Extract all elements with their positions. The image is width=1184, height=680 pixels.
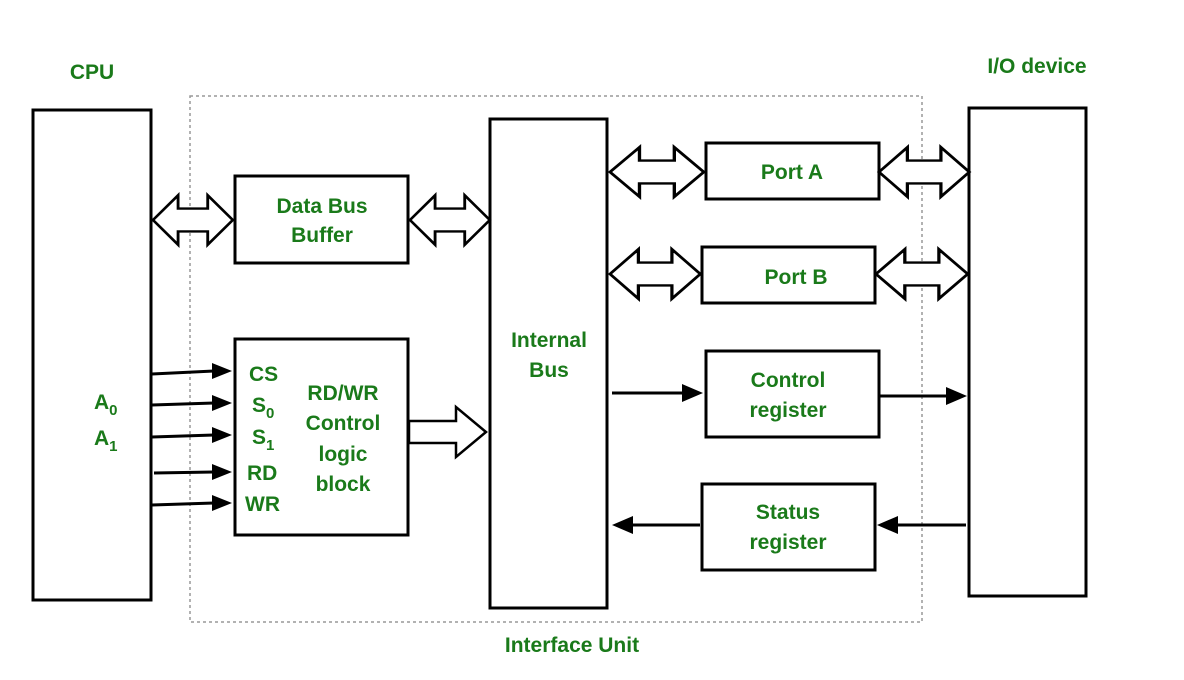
cpu-signal-arrows xyxy=(151,363,232,511)
control-logic-block xyxy=(233,337,410,537)
buffer-internal-bus-arrow xyxy=(408,193,492,247)
cpu-title: CPU xyxy=(70,61,114,84)
internal-bus-control-register-arrow xyxy=(612,384,703,402)
signal-s0: S0 xyxy=(252,394,274,422)
io-status-register-arrow xyxy=(877,516,966,534)
port-a-block xyxy=(704,141,881,201)
internal-bus-line1: Internal xyxy=(511,329,587,352)
port-b-block xyxy=(700,245,877,305)
status-register-block xyxy=(700,482,877,572)
internal-bus-block xyxy=(488,117,609,610)
signal-wr: WR xyxy=(245,493,280,516)
signal-s1: S1 xyxy=(252,426,274,454)
control-logic-line2: Control xyxy=(306,412,381,435)
internal-bus-line2: Bus xyxy=(529,359,569,382)
port-b-label: Port B xyxy=(765,266,828,289)
port-a-io-arrow xyxy=(877,145,971,199)
internal-bus-port-b-arrow xyxy=(608,247,702,301)
signal-rd: RD xyxy=(247,462,277,485)
control-logic-internal-bus-arrow xyxy=(407,404,488,460)
status-register-line1: Status xyxy=(756,501,820,524)
data-bus-buffer-line2: Buffer xyxy=(291,224,353,247)
cpu-data-bus-arrow xyxy=(151,193,235,247)
control-register-block xyxy=(704,349,881,439)
port-b-io-arrow xyxy=(874,247,970,301)
port-a-label: Port A xyxy=(761,161,823,184)
control-logic-line1: RD/WR xyxy=(307,382,378,405)
signal-cs: CS xyxy=(249,363,278,386)
io-device-block xyxy=(967,106,1088,598)
control-logic-line3: logic xyxy=(318,443,367,466)
io-device-title: I/O device xyxy=(987,55,1086,78)
data-bus-buffer-block xyxy=(233,174,410,265)
cpu-pin-a1: A1 xyxy=(94,427,118,455)
cpu-pin-a0: A0 xyxy=(94,391,118,419)
data-bus-buffer-line1: Data Bus xyxy=(276,195,367,218)
internal-bus-port-a-arrow xyxy=(608,145,706,199)
interface-unit-frame xyxy=(189,95,923,623)
control-logic-line4: block xyxy=(316,473,371,496)
control-register-line2: register xyxy=(749,399,826,422)
control-register-io-arrow xyxy=(880,387,967,405)
control-register-line1: Control xyxy=(751,369,826,392)
status-register-line2: register xyxy=(749,531,826,554)
interface-unit-label: Interface Unit xyxy=(505,634,639,657)
status-register-internal-bus-arrow xyxy=(612,516,700,534)
cpu-block xyxy=(31,108,153,602)
